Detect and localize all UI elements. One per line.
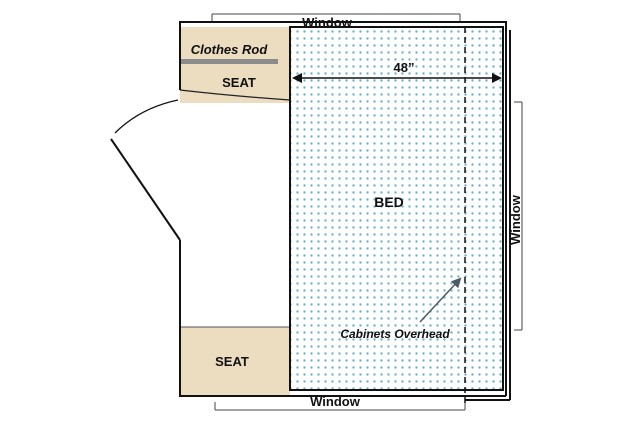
seat-top-curve bbox=[179, 89, 291, 101]
window-top-label: Window bbox=[302, 15, 353, 30]
window-bottom-label: Window bbox=[310, 394, 361, 409]
door-panel bbox=[110, 138, 181, 241]
cabinets-overhead-label: Cabinets Overhead bbox=[340, 327, 450, 341]
window-right bbox=[514, 101, 523, 331]
seat-bottom-label: SEAT bbox=[215, 354, 249, 369]
cabinets-pointer-arrow bbox=[419, 277, 462, 323]
window-top bbox=[211, 13, 461, 22]
seat-bottom-cushion bbox=[180, 327, 290, 395]
bed bbox=[289, 26, 504, 391]
bed-label: BED bbox=[374, 194, 404, 210]
seat-top-label: SEAT bbox=[222, 75, 256, 90]
bed-width-label: 48” bbox=[394, 60, 415, 75]
clothes-rod-label: Clothes Rod bbox=[191, 42, 269, 57]
seat-top-cushion bbox=[180, 27, 290, 103]
walls bbox=[179, 21, 511, 401]
clothes-rod bbox=[181, 59, 278, 64]
window-bottom bbox=[214, 402, 466, 411]
window-right-label: Window bbox=[508, 194, 523, 245]
door-swing-arc bbox=[114, 99, 179, 134]
